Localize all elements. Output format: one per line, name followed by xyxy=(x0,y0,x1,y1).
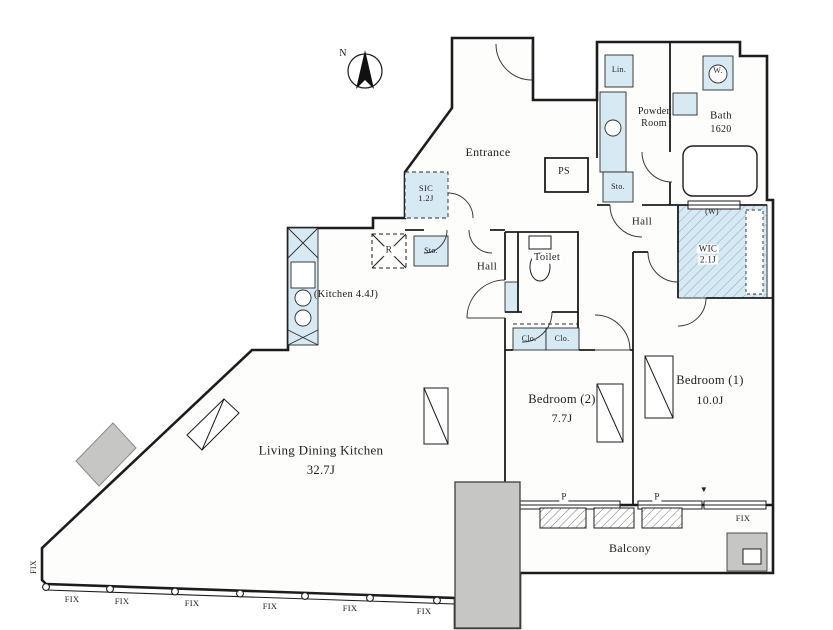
column-left xyxy=(75,422,137,487)
label-powder-2: Room xyxy=(641,118,667,129)
toilet-tank xyxy=(528,235,552,250)
structural-columns xyxy=(75,422,768,629)
sic-door-swing xyxy=(447,192,474,219)
front-door-swing xyxy=(495,43,533,81)
ldk-door-swing xyxy=(466,279,506,319)
label-sic: SIC xyxy=(418,182,434,193)
label-bedroom1-size: 10.0J xyxy=(696,393,724,407)
label-washer: W. xyxy=(713,66,723,75)
label-hall-left: Hall xyxy=(476,260,498,273)
hall-closet-door-swing xyxy=(423,229,448,254)
bath-door-swing xyxy=(641,151,673,183)
label-bedroom1: Bedroom (1) xyxy=(676,372,744,387)
label-kitchen: (Kitchen 4.4J) xyxy=(313,288,379,300)
vanity-basin-icon xyxy=(604,119,622,137)
label-fix-bottom: FIX xyxy=(64,593,80,604)
label-fix-left: FIX xyxy=(29,560,38,574)
label-refrigerator: R xyxy=(383,245,395,256)
refrigerator-space xyxy=(371,233,407,269)
stove-burner-icon xyxy=(294,289,312,307)
storage-hall-box xyxy=(413,235,449,267)
closet-right-box xyxy=(545,327,580,351)
window-mullion-joints xyxy=(42,583,441,605)
bath-counter xyxy=(672,92,698,116)
wic-door-swing xyxy=(677,297,707,327)
label-storage-powder: Sto. xyxy=(611,182,625,191)
hall-closet-door-swing xyxy=(468,229,493,254)
label-fix-bottom: FIX xyxy=(342,602,358,613)
label-balcony: Balcony xyxy=(608,541,652,555)
windows xyxy=(42,200,767,605)
column-center xyxy=(454,481,521,629)
label-fix-bottom: FIX xyxy=(184,597,200,608)
label-fix-bottom: FIX xyxy=(262,600,278,611)
toilet-door-swing xyxy=(521,311,553,343)
label-pipe-right: P xyxy=(652,491,662,502)
label-fix-bottom: FIX xyxy=(416,605,432,616)
bedroom2-door-swing xyxy=(594,314,631,351)
label-wic-size: 2.1J xyxy=(698,254,718,265)
fixtures xyxy=(287,54,768,351)
label-bath-size: 1620 xyxy=(710,124,732,135)
label-bedroom2: Bedroom (2) xyxy=(528,391,596,406)
utility-box-inner xyxy=(742,548,762,565)
label-ldk: Living Dining Kitchen xyxy=(258,442,384,458)
sic-area xyxy=(404,171,449,219)
wic-shelf xyxy=(745,209,764,295)
label-closet-left: Clo. xyxy=(521,334,537,343)
furniture-symbols xyxy=(186,233,674,451)
label-entrance: Entrance xyxy=(465,145,511,159)
stove-burner-icon xyxy=(294,309,312,327)
label-ldk-size: 32.7J xyxy=(306,462,336,477)
bathtub xyxy=(682,145,758,197)
label-wic-window: (W) xyxy=(705,207,719,216)
washer-drum-icon xyxy=(708,64,728,84)
label-fix-balcony: FIX xyxy=(735,512,751,523)
label-powder-1: Powder xyxy=(637,106,671,117)
label-bath: Bath xyxy=(710,109,732,122)
label-wic: WIC xyxy=(696,243,720,254)
label-closet-right: Clo. xyxy=(554,334,570,343)
compass xyxy=(347,50,383,89)
toilet-ps-strip xyxy=(504,281,519,313)
balcony-vents xyxy=(539,507,683,529)
label-pipe-left: P xyxy=(559,491,569,502)
label-sic-size: 1.2J xyxy=(418,192,434,203)
label-linen: Lin. xyxy=(611,65,627,74)
bedroom1-door-swing xyxy=(647,251,679,283)
ldk-window-wall-inner-line xyxy=(45,589,456,605)
label-toilet: Toilet xyxy=(531,251,563,264)
label-hall-right: Hall xyxy=(631,215,653,228)
kitchen-sink xyxy=(290,261,316,289)
powder-door-swing xyxy=(609,204,643,238)
label-ps: PS xyxy=(558,166,570,177)
label-fix-bottom: FIX xyxy=(114,595,130,606)
label-down-arrow-icon: ▼ xyxy=(699,485,709,494)
label-compass-n: N xyxy=(339,48,347,59)
label-bedroom2-size: 7.7J xyxy=(551,411,573,425)
storage-powder-box xyxy=(602,171,634,203)
linen-box xyxy=(604,54,634,88)
doors xyxy=(423,43,707,351)
label-storage-hall: Sto. xyxy=(424,246,438,255)
north-arrow-icon xyxy=(356,50,374,89)
